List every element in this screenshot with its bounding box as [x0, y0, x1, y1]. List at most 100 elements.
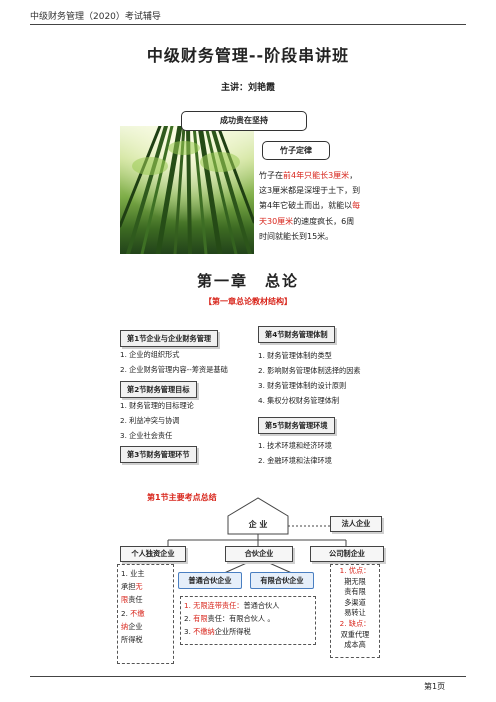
text-line: 期无限	[333, 577, 377, 588]
partnership-notes-panel	[180, 596, 316, 645]
bamboo-photo	[120, 126, 254, 254]
section4-title: 第4节财务管理体制	[258, 326, 335, 343]
text-segment: 双重代理	[340, 629, 370, 639]
text-segment: ，	[349, 171, 358, 180]
limited-partnership-box: 有限合伙企业	[250, 572, 314, 589]
text-line: 多渠道	[333, 598, 377, 609]
text-segment: 责有限	[344, 587, 366, 597]
text-segment: 有限	[193, 614, 208, 624]
text-segment: 前4年只能长3厘米	[283, 171, 350, 180]
text-segment: 3.	[184, 627, 194, 637]
bamboo-law-title: 竹子定律	[262, 141, 330, 160]
text-segment: 承担	[121, 582, 136, 592]
text-line: 所得税	[121, 633, 145, 646]
text-segment: 优点：	[348, 566, 371, 575]
text-line: 成本高	[333, 640, 377, 651]
text-segment: 1.	[339, 566, 349, 575]
corporation-box: 公司制企业	[310, 546, 384, 562]
text-line: 易转让	[333, 608, 377, 619]
text-line: 1. 优点：	[333, 566, 377, 577]
text-line: 双重代理	[333, 630, 377, 641]
text-segment: 1. 业主	[121, 569, 145, 578]
page-title: 中级财务管理--阶段串讲班	[146, 46, 350, 65]
text-segment: 2.	[339, 618, 349, 628]
sole-proprietorship-box: 个人独资企业	[120, 546, 186, 562]
section1-item: 2. 企业财务管理内容--筹资是基础	[120, 365, 228, 374]
text-line: 1. 业主	[121, 567, 145, 580]
section3-title: 第3节财务管理环节	[120, 446, 197, 463]
bamboo-image	[120, 126, 254, 254]
text-line: 限责任	[121, 593, 145, 606]
root-pentagon-shape	[227, 497, 289, 535]
text-segment: 多渠道	[344, 597, 366, 607]
legal-person-box: 法人企业	[330, 516, 382, 532]
general-partnership-box: 普通合伙企业	[178, 572, 242, 589]
text-segment: 企业所得税	[214, 627, 251, 637]
section2-title: 第2节财务管理目标	[120, 381, 197, 398]
header-divider	[30, 24, 466, 25]
text-segment: 责任：有限合伙人 。	[207, 614, 275, 624]
text-segment: 纳	[121, 621, 129, 631]
text-segment: 期无限	[344, 576, 366, 586]
text-segment: 2.	[121, 608, 131, 618]
text-segment: 普通合伙人	[243, 601, 280, 610]
partnership-box: 合伙企业	[225, 546, 293, 562]
text-line: 2. 有限责任：有限合伙人 。	[184, 612, 279, 625]
structure-title: 【第一章总论教材结构】	[204, 297, 292, 306]
text-line: 2. 缺点：	[333, 619, 377, 630]
text-segment: 1. 无限连带责任：	[184, 601, 244, 610]
text-segment: 无	[135, 582, 143, 592]
text-segment: 责任	[128, 595, 143, 605]
text-line: 第4年它破土而出，就能以每	[259, 198, 389, 213]
page-number: 第1页	[424, 682, 446, 691]
text-line: 2. 不缴	[121, 607, 145, 620]
text-line: 1. 无限连带责任：普通合伙人	[184, 599, 279, 612]
section5-title: 第5节财务管理环境	[258, 417, 335, 434]
section4-item: 2. 影响财务管理体制选择的因素	[258, 366, 361, 375]
section4-item: 4. 集权分权财务管理体制	[258, 396, 340, 405]
section2-item: 1. 财务管理的目标理论	[120, 401, 194, 410]
bamboo-law-text: 竹子在前4年只能长3厘米，这3厘米都是深埋于土下，到第4年它破土而出，就能以每天…	[259, 168, 389, 244]
text-segment: 的速度疯长，6周	[293, 216, 355, 226]
section4-item: 1. 财务管理体制的类型	[258, 351, 332, 360]
text-segment: 企业	[128, 621, 143, 631]
section2-item: 3. 企业社会责任	[120, 431, 173, 440]
text-line: 责有限	[333, 587, 377, 598]
section1-item: 1. 企业的组织形式	[120, 350, 180, 359]
text-segment: 成本高	[344, 640, 366, 650]
text-segment: 不缴	[130, 608, 145, 618]
text-segment: 时间就能长到15米。	[259, 231, 334, 241]
text-line: 天30厘米的速度疯长，6周	[259, 214, 389, 229]
text-line: 竹子在前4年只能长3厘米，	[259, 168, 389, 183]
text-segment: 第4年它破土而出，就能以	[259, 201, 353, 211]
chapter-title: 第一章 总论	[196, 272, 299, 290]
lecturer: 主讲：刘艳霞	[220, 83, 275, 93]
section5-item: 1. 技术环境和经济环境	[258, 441, 332, 450]
text-line: 承担无	[121, 580, 145, 593]
text-segment: 这3厘米都是深埋于土下，到	[259, 186, 361, 196]
corporation-panel	[330, 564, 380, 658]
section2-item: 2. 利益冲突与协调	[120, 416, 180, 425]
text-segment: 所得税	[121, 635, 143, 645]
motto-box: 成功贵在坚持	[181, 111, 307, 131]
text-segment: 竹子在	[259, 171, 283, 180]
text-segment: 缺点：	[348, 618, 371, 628]
text-line: 这3厘米都是深埋于土下，到	[259, 183, 389, 198]
footer-divider	[30, 676, 466, 677]
text-segment: 不缴纳	[193, 627, 215, 637]
text-line: 纳企业	[121, 620, 145, 633]
page-header: 中级财务管理（2020）考试辅导	[30, 12, 161, 22]
text-line: 时间就能长到15米。	[259, 229, 389, 244]
text-line: 3. 不缴纳企业所得税	[184, 625, 279, 638]
text-segment: 限	[121, 595, 129, 605]
section5-item: 2. 金融环境和法律环境	[258, 456, 332, 465]
section4-item: 3. 财务管理体制的设计原则	[258, 381, 347, 390]
text-segment: 2.	[184, 614, 194, 624]
root-enterprise: 企 业	[248, 520, 268, 529]
text-segment: 每	[352, 201, 361, 211]
summary-title: 第1节主要考点总结	[147, 493, 217, 502]
